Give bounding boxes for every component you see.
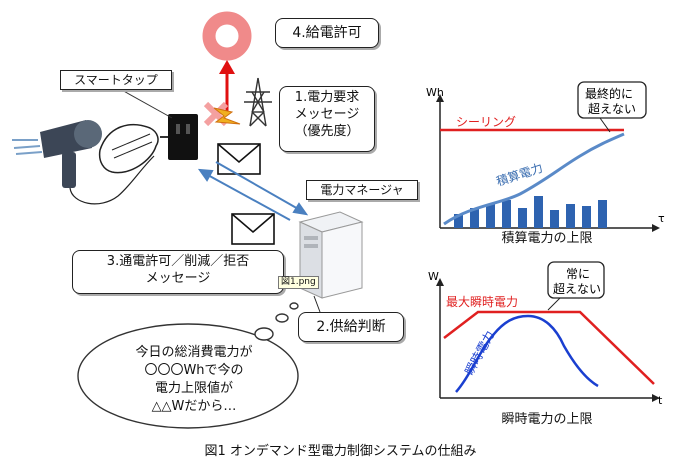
thought-cloud (77, 302, 299, 429)
hand-icon (98, 124, 159, 174)
power-manager-label: 電力マネージャ (306, 180, 418, 200)
thought-line1: 今日の総消費電力が (135, 345, 253, 360)
upward-arrow-icon (219, 60, 235, 112)
transmission-tower-icon (244, 77, 272, 127)
hair-dryer-icon (12, 120, 155, 205)
figure-caption: 図1 オンデマンド型電力制御システムの仕組み (204, 444, 477, 459)
thought-line3: 電力上限値が (154, 381, 233, 396)
step2-callout: 2.供給判断 (298, 312, 404, 342)
envelope-icon (231, 213, 275, 245)
step1-callout: 1.電力要求 メッセージ （優先度） (279, 86, 375, 152)
step3-line2: メッセージ (145, 271, 211, 286)
top-chart-subtitle: 積算電力の上限 (501, 231, 593, 246)
thought-text: 今日の総消費電力が 〇〇〇Whで今の 電力上限値が △△Wだから… (104, 344, 284, 416)
step1-line2: メッセージ (294, 107, 360, 122)
envelope-icon (217, 143, 261, 175)
step1-line3: （優先度） (294, 124, 360, 139)
step1-line1: 1.電力要求 (294, 90, 360, 105)
power-ring-icon (202, 11, 252, 61)
step3-line1: 3.通電許可／削減／拒否 (106, 254, 250, 269)
lightning-icon (213, 107, 241, 125)
thought-line4: △△Wだから… (151, 399, 237, 414)
step4-callout: 4.給電許可 (275, 18, 379, 48)
step3-callout: 3.通電許可／削減／拒否 メッセージ (72, 250, 284, 294)
smart-tap-icon (160, 114, 198, 160)
image-tag: 図1.png (278, 276, 319, 289)
bottom-chart-subtitle: 瞬時電力の上限 (501, 412, 593, 427)
smart-tap-label: スマートタップ (60, 70, 172, 90)
message-arrows (197, 161, 309, 221)
thought-line2: 〇〇〇Whで今の (144, 363, 244, 378)
